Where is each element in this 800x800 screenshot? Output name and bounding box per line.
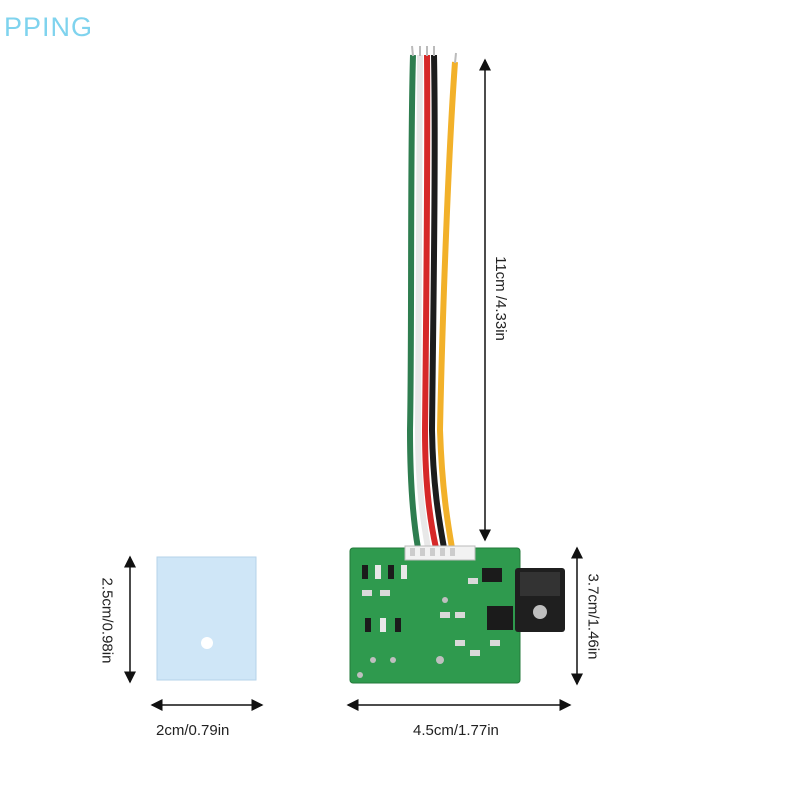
pad-width-label: 2cm/0.79in bbox=[156, 722, 230, 739]
wire-bundle bbox=[406, 45, 458, 549]
pcb-board bbox=[349, 545, 565, 684]
thermal-pad bbox=[156, 556, 257, 681]
board-height-label: 3.7cm/1.46in bbox=[584, 573, 602, 660]
wire-black bbox=[428, 54, 447, 549]
board-width-label: 4.5cm/1.77in bbox=[413, 722, 499, 739]
wire-white bbox=[414, 54, 431, 549]
pad-height-label: 2.5cm/0.98in bbox=[98, 577, 116, 664]
wire-yellow bbox=[436, 61, 458, 549]
watermark-text: PPING bbox=[4, 12, 94, 42]
wire-red bbox=[421, 54, 439, 549]
wire-green bbox=[406, 54, 421, 549]
dimension-arrows bbox=[124, 58, 583, 711]
wire-length-label: 11cm /4.33in bbox=[491, 256, 509, 341]
